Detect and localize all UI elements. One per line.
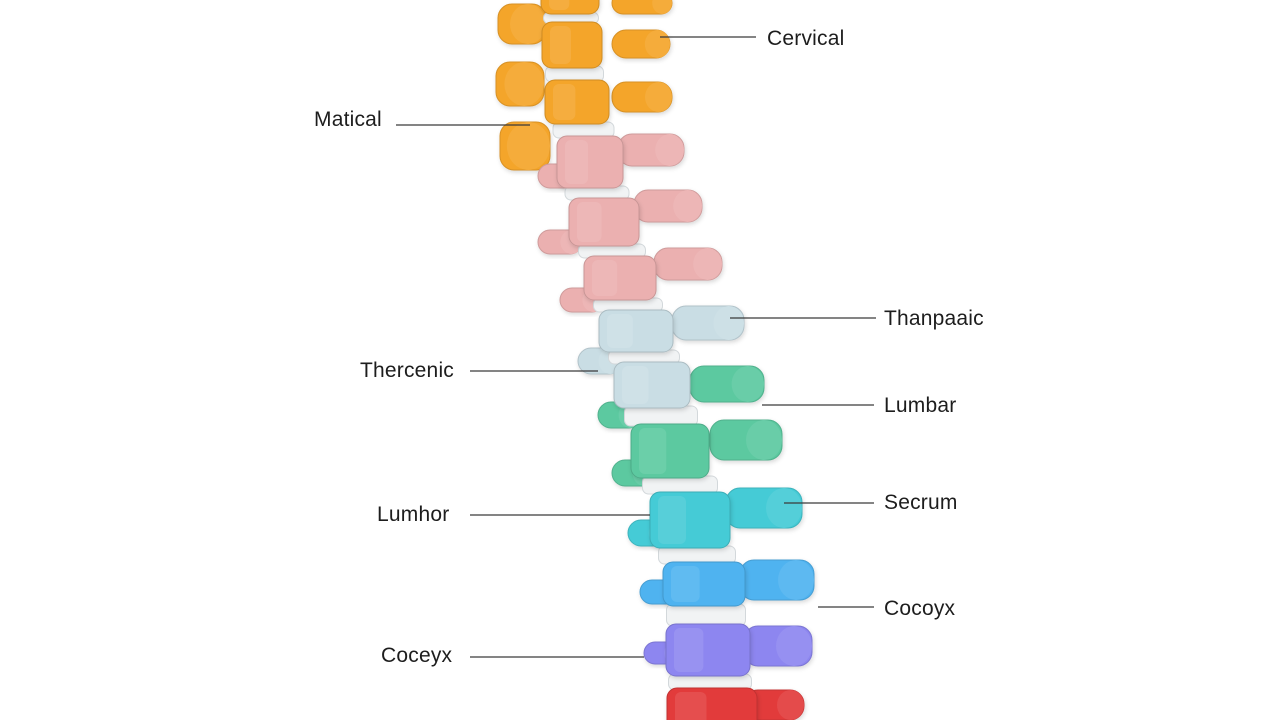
label-thercenic: Thercenic — [360, 359, 455, 382]
label-lumhor: Lumhor — [377, 503, 450, 526]
vertebra-process-tip — [778, 560, 814, 600]
vertebra-process-tip — [693, 248, 722, 280]
vertebra-process-tip — [644, 30, 671, 58]
vertebra-process-tip — [645, 82, 672, 112]
label-cervical: Cervical — [767, 27, 845, 50]
vertebral-body-highlight — [565, 140, 589, 184]
vertebral-body-highlight — [577, 202, 602, 242]
vertebra-process-tip — [731, 366, 764, 402]
vertebra-process-tip — [777, 690, 804, 720]
vertebral-body-highlight — [553, 84, 576, 120]
label-coceyx: Coceyx — [381, 644, 453, 667]
vertebra-process-tip — [655, 134, 684, 166]
vertebra-process-tip — [510, 4, 546, 44]
label-thanpaaic: Thanpaaic — [884, 307, 984, 330]
vertebra-process-tip — [652, 0, 672, 14]
label-matical: Matical — [314, 108, 382, 131]
intervertebral-disc — [658, 545, 736, 565]
vertebral-body-highlight — [658, 496, 686, 544]
vertebral-body-highlight — [671, 566, 700, 602]
intervertebral-disc — [666, 603, 746, 627]
vertebral-body-highlight — [674, 628, 704, 672]
vertebra-process-tip — [713, 306, 744, 340]
label-cocoyx: Cocoyx — [884, 597, 956, 620]
vertebra-process-tip — [776, 626, 812, 666]
vertebra-process-tip — [506, 122, 550, 170]
label-secrum: Secrum — [884, 491, 958, 514]
vertebral-body-highlight — [550, 26, 571, 64]
label-lumbar: Lumbar — [884, 394, 957, 417]
vertebra-process-tip — [766, 488, 802, 528]
intervertebral-disc — [624, 405, 698, 427]
vertebral-body-highlight — [675, 692, 707, 720]
vertebra-process-tip — [673, 190, 702, 222]
intervertebral-disc — [642, 475, 718, 495]
vertebral-body-highlight — [592, 260, 618, 296]
vertebral-body-highlight — [639, 428, 667, 474]
vertebral-body-highlight — [549, 0, 570, 10]
vertebral-body-highlight — [622, 366, 649, 404]
vertebra-process-tip — [504, 62, 544, 106]
vertebra-process-tip — [746, 420, 782, 460]
vertebral-body-highlight — [607, 314, 633, 348]
